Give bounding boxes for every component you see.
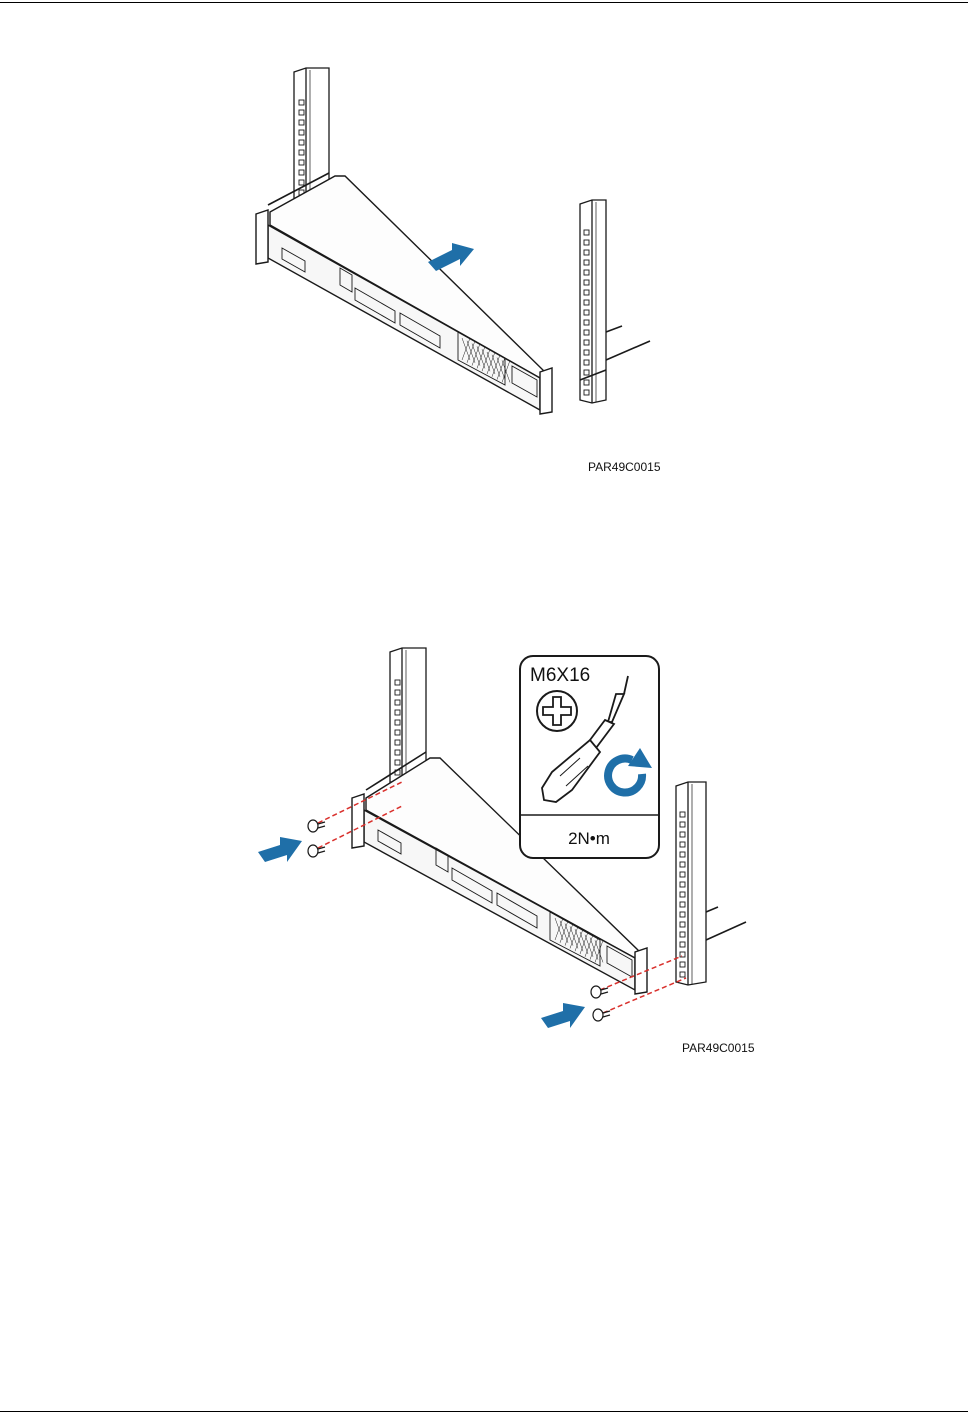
figure-2-code: PAR49C0015 xyxy=(682,1041,755,1055)
spec-box: M6X16 2N•m xyxy=(520,656,659,858)
torque-spec-label: 2N•m xyxy=(568,829,610,848)
figure-2-screw-fastening: M6X16 2N•m xyxy=(0,0,968,1100)
screw-direction-arrow-left xyxy=(258,837,302,862)
phillips-head-icon xyxy=(537,691,577,731)
rack-post-right-2 xyxy=(676,782,706,985)
footer-rule xyxy=(0,1411,968,1412)
screw-direction-arrow-right xyxy=(541,1003,585,1028)
screw-spec-label: M6X16 xyxy=(530,665,590,686)
